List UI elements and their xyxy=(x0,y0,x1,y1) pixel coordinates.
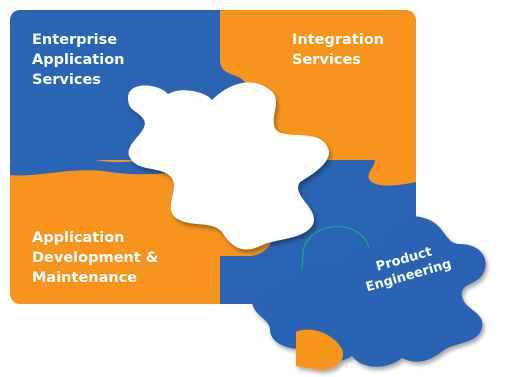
label-line: Application xyxy=(32,230,125,246)
enterprise-services-label: Enterprise Application Services xyxy=(32,30,125,90)
orange-tab-lower xyxy=(300,137,416,186)
missing-piece-hole xyxy=(128,82,329,250)
label-line: Services xyxy=(32,72,101,88)
label-line: Integration xyxy=(292,32,384,48)
label-line: Services xyxy=(292,52,361,68)
floating-piece-orange-corner xyxy=(296,329,344,370)
floating-piece-shape xyxy=(252,216,486,367)
integration-services-label: Integration Services xyxy=(292,30,384,70)
label-line: Application xyxy=(32,52,125,68)
application-development-label: Application Development & Maintenance xyxy=(32,228,158,288)
label-line: Maintenance xyxy=(32,270,138,286)
label-line: Enterprise xyxy=(32,32,118,48)
puzzle-board xyxy=(10,10,416,304)
floating-product-piece xyxy=(252,216,486,370)
label-line: Development & xyxy=(32,250,159,266)
